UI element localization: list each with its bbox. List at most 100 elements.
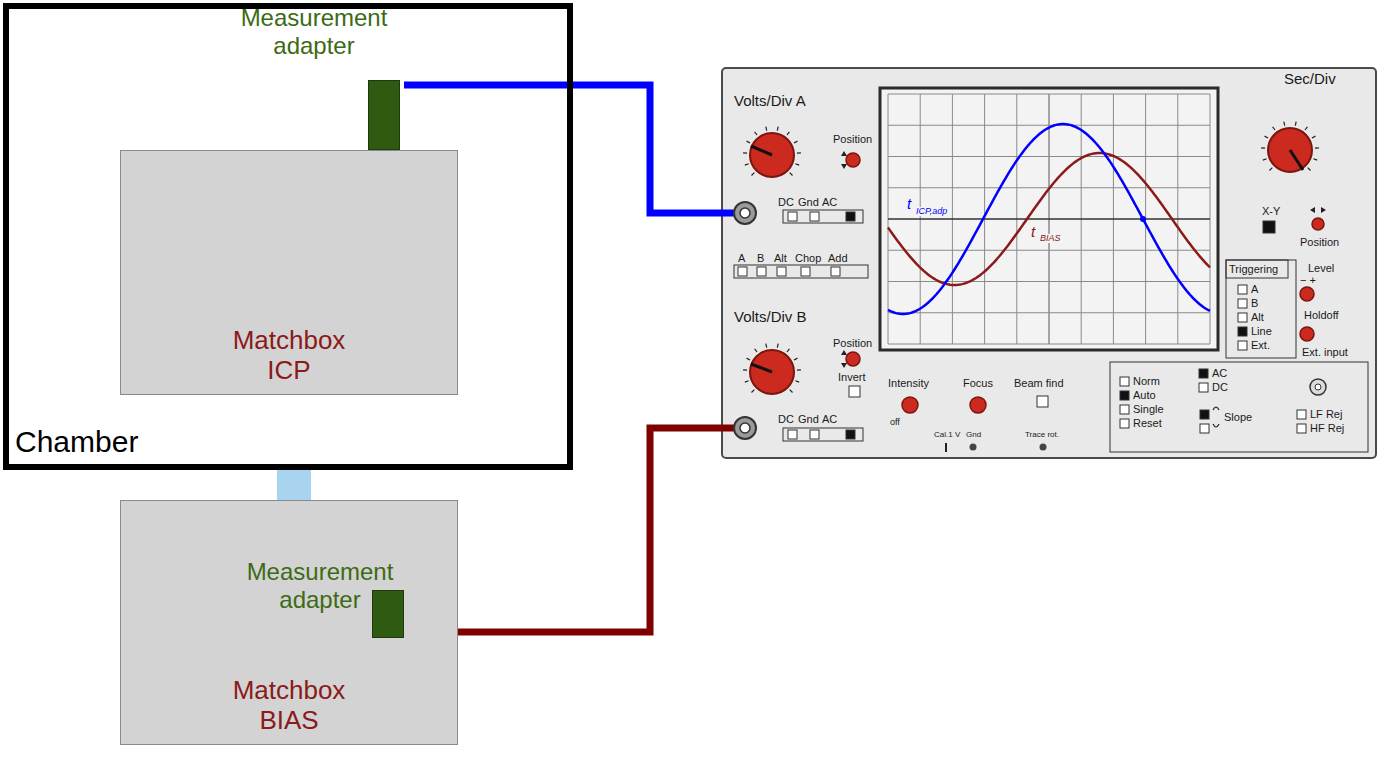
panel-label: Single bbox=[1133, 403, 1164, 416]
panel-label: Holdoff bbox=[1304, 309, 1339, 322]
waveforms bbox=[888, 124, 1210, 314]
time-marker: t bbox=[906, 196, 912, 211]
panel-label: DC bbox=[778, 413, 794, 426]
panel-label: Triggering bbox=[1229, 263, 1278, 276]
push-button bbox=[801, 267, 810, 276]
push-button bbox=[757, 267, 766, 276]
panel-label: Alt bbox=[1251, 311, 1264, 324]
time-subscript: ICP,adp bbox=[915, 207, 948, 216]
push-button bbox=[1199, 369, 1208, 378]
bias-waveform bbox=[888, 153, 1210, 285]
knob bbox=[970, 397, 986, 413]
group-frame bbox=[1110, 362, 1368, 452]
panel-label: Alt bbox=[774, 252, 787, 265]
panel-label: Cal.1 V bbox=[934, 430, 960, 439]
push-button bbox=[1238, 313, 1247, 322]
dial-tick bbox=[755, 349, 757, 352]
dial-pointer bbox=[1290, 150, 1303, 170]
dial-tick bbox=[747, 358, 751, 360]
dial-tick bbox=[787, 132, 789, 135]
screen-grid bbox=[888, 94, 1210, 344]
panel-label: Gnd bbox=[798, 413, 819, 426]
push-button bbox=[831, 267, 840, 276]
oscilloscope: Volts/Div APositionDCGndACABAltChopAddVo… bbox=[722, 68, 1376, 458]
gnd-terminal bbox=[970, 444, 977, 451]
push-button bbox=[788, 212, 797, 221]
dial-tick bbox=[745, 164, 749, 165]
input-jack bbox=[734, 202, 756, 224]
dial-tick bbox=[1261, 147, 1265, 148]
grid-line bbox=[888, 218, 1210, 220]
knob bbox=[1300, 327, 1314, 341]
dial-tick bbox=[777, 127, 779, 131]
dial-knob bbox=[1268, 128, 1312, 172]
push-button bbox=[1120, 405, 1129, 414]
panel-label: DC bbox=[778, 196, 794, 209]
dial-tick bbox=[1295, 122, 1297, 126]
dial-tick bbox=[743, 152, 747, 153]
dial-tick bbox=[1265, 136, 1269, 138]
input-jack bbox=[734, 417, 756, 439]
box-label: Measurement adapter bbox=[228, 4, 400, 59]
dial-tick bbox=[1313, 159, 1317, 160]
push-button bbox=[1120, 391, 1129, 400]
grid-line bbox=[888, 125, 1210, 126]
dial-tick bbox=[1263, 159, 1267, 160]
knob bbox=[846, 352, 860, 366]
panel-label: HF Rej bbox=[1310, 422, 1344, 435]
panel-label: Ext. input bbox=[1302, 346, 1348, 359]
chamber-connection bbox=[277, 470, 311, 500]
dial-tick bbox=[1305, 127, 1307, 130]
input-jack bbox=[740, 208, 750, 218]
push-button bbox=[738, 267, 747, 276]
push-button bbox=[1200, 410, 1209, 419]
trace-rotation-screw bbox=[1040, 444, 1047, 451]
arrow-symbol bbox=[1310, 207, 1326, 213]
dial-tick bbox=[765, 344, 767, 348]
push-button bbox=[849, 386, 860, 397]
input-jack bbox=[740, 423, 750, 433]
measurement-adapter: Measurement adapter bbox=[234, 558, 410, 640]
dial-knob bbox=[750, 133, 794, 177]
panel-label: Beam find bbox=[1014, 377, 1064, 390]
push-button bbox=[810, 430, 819, 439]
dial-tick bbox=[790, 173, 793, 176]
push-button bbox=[1037, 396, 1048, 407]
panel-label: AC bbox=[822, 413, 837, 426]
push-button bbox=[1297, 410, 1306, 419]
icp-waveform bbox=[888, 124, 1210, 314]
panel-label: Position bbox=[833, 337, 872, 350]
dial-tick bbox=[794, 141, 798, 143]
panel-label: Sec/Div bbox=[1284, 70, 1336, 87]
panel-label: B bbox=[1251, 297, 1258, 310]
push-button bbox=[1120, 419, 1129, 428]
panel-label: Norm bbox=[1133, 375, 1160, 388]
cal-terminal bbox=[945, 443, 947, 452]
knob bbox=[902, 397, 918, 413]
dial-tick bbox=[797, 152, 801, 153]
panel-label: X-Y bbox=[1262, 205, 1280, 218]
push-button bbox=[1238, 285, 1247, 294]
dial-knob bbox=[750, 350, 794, 394]
panel-label: Intensity bbox=[888, 377, 929, 390]
switch-bar bbox=[734, 265, 868, 278]
dial-tick bbox=[743, 369, 747, 370]
push-buttons bbox=[738, 212, 1306, 439]
push-button bbox=[810, 212, 819, 221]
panel-label: A bbox=[1251, 283, 1258, 296]
push-button bbox=[846, 430, 855, 439]
push-button bbox=[1199, 383, 1208, 392]
panel-label: Add bbox=[828, 252, 848, 265]
knob bbox=[1300, 287, 1314, 301]
push-button bbox=[1263, 221, 1275, 233]
dial-tick bbox=[777, 344, 779, 348]
matchbox-box: Measurement adapterMatchbox BIAS bbox=[120, 500, 458, 745]
grid-line bbox=[888, 94, 1210, 95]
panel-label: Ext. bbox=[1251, 339, 1270, 352]
push-button bbox=[1200, 424, 1209, 433]
panel-label: Reset bbox=[1133, 417, 1162, 430]
panel-label: AC bbox=[1212, 367, 1227, 380]
panel-label: DC bbox=[1212, 381, 1228, 394]
dial-tick bbox=[1273, 127, 1275, 130]
grid-line bbox=[888, 156, 1210, 157]
